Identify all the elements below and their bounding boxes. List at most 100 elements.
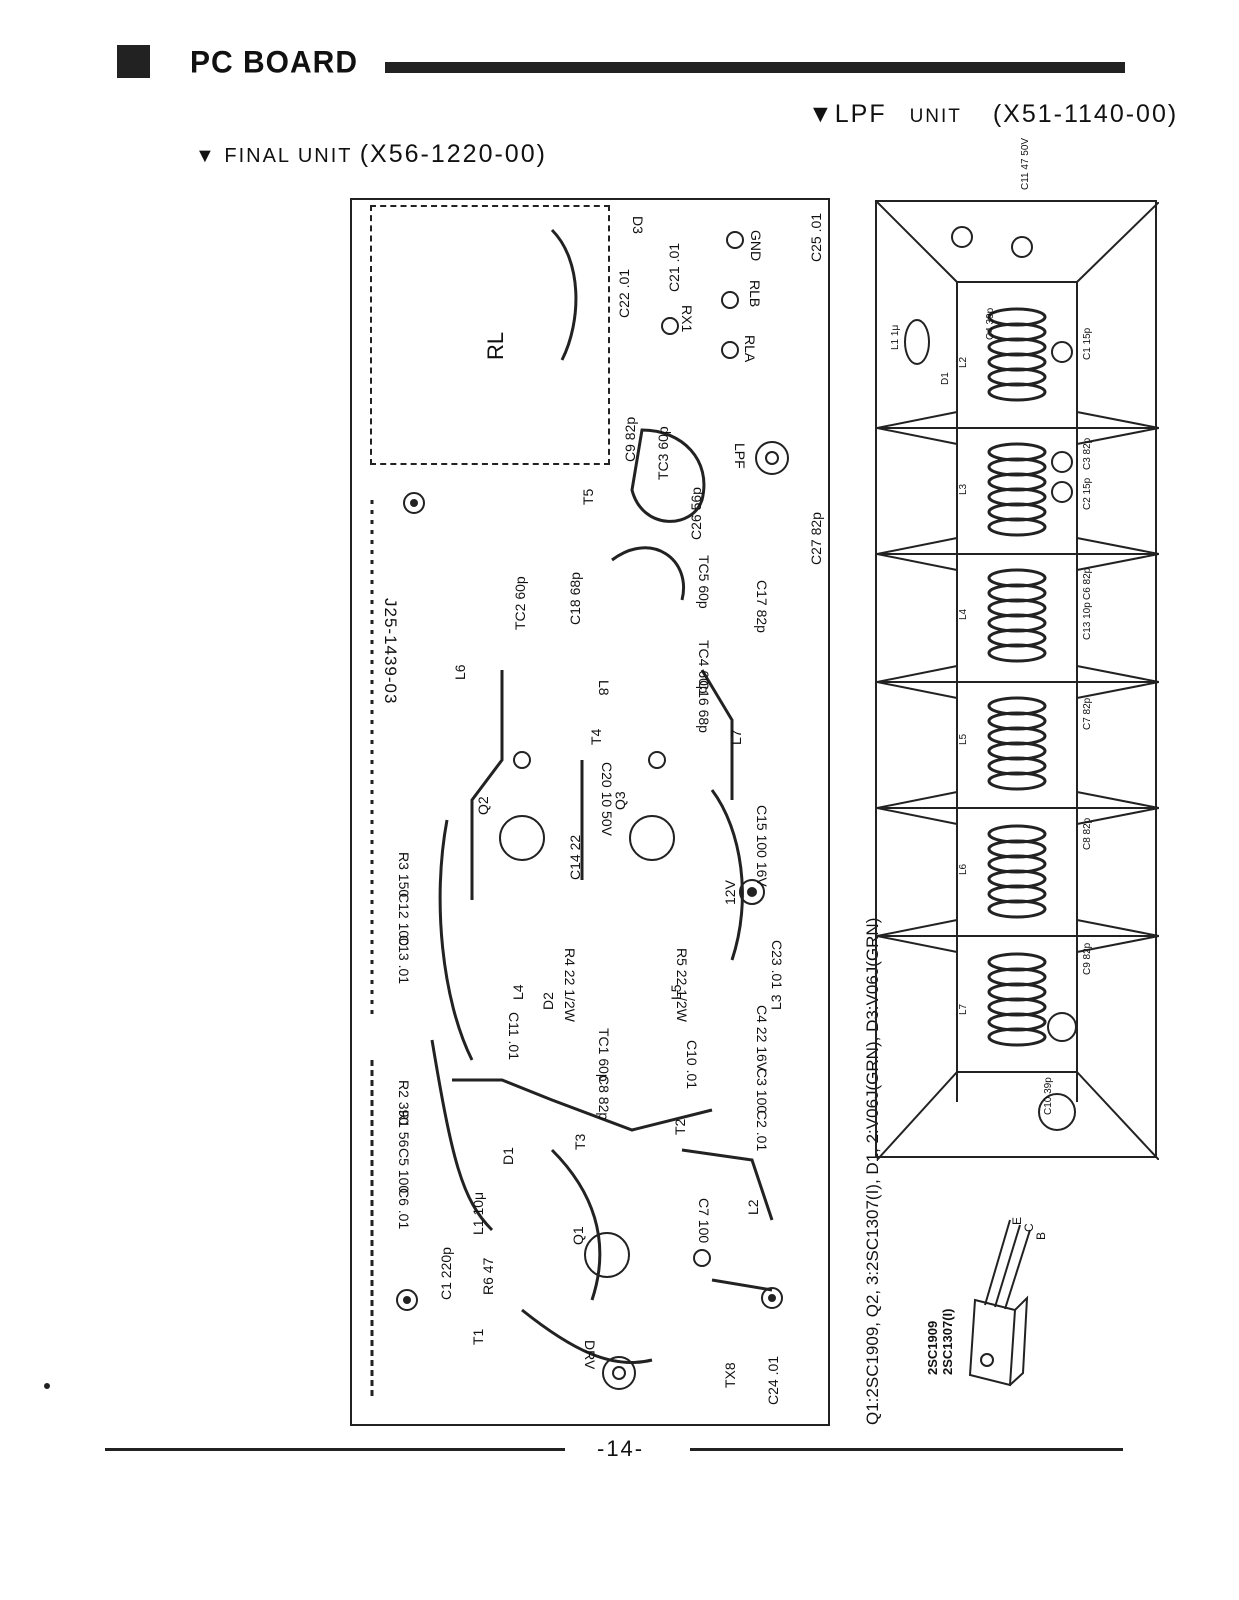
page-title: PC BOARD bbox=[190, 45, 359, 80]
comp-label: C2 .01 bbox=[754, 1110, 770, 1152]
comp-label: C21 .01 bbox=[666, 242, 682, 292]
comp-label: C8 82p bbox=[596, 1075, 612, 1121]
transistor-part-numbers: 2SC1909 2SC1307(I) bbox=[925, 1308, 955, 1375]
comp-label: C11 .01 bbox=[506, 1012, 522, 1060]
comp-label: C7 100 bbox=[696, 1198, 712, 1244]
comp-label: C16 68p bbox=[696, 680, 712, 733]
relay-label: RL bbox=[483, 331, 508, 360]
final-unit-label: FINAL UNIT bbox=[224, 145, 353, 167]
comp-label: T4 bbox=[588, 728, 604, 745]
comp-label: T2 bbox=[672, 1118, 688, 1135]
margin-dot bbox=[44, 1383, 50, 1389]
pin-12v: 12V bbox=[722, 880, 738, 905]
board-number: J25-1439-03 bbox=[381, 598, 400, 705]
transistor-package-drawing bbox=[968, 1219, 1031, 1387]
comp-label: L1 10μ bbox=[470, 1191, 486, 1235]
final-unit-pcb bbox=[350, 198, 830, 1426]
lpf-cap-label: C11 47 50V bbox=[1020, 137, 1031, 190]
lpf-cap-label: C1 15p bbox=[1082, 327, 1093, 360]
pin-tx8: TX8 bbox=[722, 1362, 738, 1388]
comp-label: Q1 bbox=[570, 1226, 586, 1245]
lpf-coil-label: L4 bbox=[958, 608, 969, 620]
pin-drv: DRV bbox=[582, 1340, 598, 1370]
lpf-cap-label: C4 39p bbox=[985, 307, 996, 340]
pin-gnd: GND bbox=[748, 230, 764, 262]
lpf-coil-label: L7 bbox=[958, 1003, 969, 1015]
comp-label: C4 22 16V bbox=[754, 1005, 770, 1072]
comp-label: C3 100 bbox=[754, 1068, 770, 1114]
pin-label-b: B bbox=[1034, 1231, 1048, 1240]
comp-label: L8 bbox=[596, 680, 612, 696]
pin-rx1: RX1 bbox=[679, 305, 695, 333]
pin-rla: RLA bbox=[742, 335, 758, 363]
lpf-cap-label: C6 82p bbox=[1082, 567, 1093, 600]
comp-label: TC1 60p bbox=[596, 1028, 612, 1082]
comp-label: C1 220p bbox=[438, 1247, 454, 1300]
comp-label: C25 .01 bbox=[808, 212, 824, 262]
comp-label: C17 82p bbox=[754, 580, 770, 633]
comp-label: TC2 60p bbox=[512, 576, 528, 630]
comp-label: L5 bbox=[668, 984, 684, 1000]
relay-outline bbox=[370, 205, 610, 465]
comp-label: C6 .01 bbox=[396, 1188, 412, 1230]
comp-label: C5 100 bbox=[396, 1148, 412, 1194]
comp-label: C27 82p bbox=[808, 512, 824, 565]
header-rule bbox=[385, 62, 1125, 73]
lpf-cap-label: C10 39p bbox=[1043, 1077, 1054, 1115]
triangle-icon: ▼ bbox=[195, 145, 217, 167]
lpf-unit-name: LPF bbox=[834, 100, 887, 128]
comp-label: R6 47 bbox=[480, 1257, 496, 1295]
page-number: -14- bbox=[597, 1436, 645, 1461]
comp-label: L6 bbox=[452, 664, 468, 680]
comp-label: C26 56p bbox=[688, 487, 704, 540]
comp-label: C18 68p bbox=[567, 572, 583, 625]
final-unit-code: (X56-1220-00) bbox=[359, 140, 547, 168]
comp-label: Q3 bbox=[612, 791, 628, 810]
comp-label: C23 .01 bbox=[769, 940, 785, 990]
comp-label: L4 bbox=[510, 984, 526, 1000]
comp-label: C14 22 bbox=[567, 834, 583, 880]
lpf-cap-label: C3 82p bbox=[1082, 437, 1093, 470]
comp-label: TC3 60p bbox=[655, 426, 671, 480]
lpf-unit-word: UNIT bbox=[909, 106, 962, 127]
footer-rule-left bbox=[105, 1448, 565, 1451]
comp-label: D2 bbox=[540, 992, 556, 1010]
comp-label: C24 .01 bbox=[765, 1355, 781, 1405]
lpf-coil-label: L3 bbox=[958, 483, 969, 495]
comp-label: L3 bbox=[768, 994, 784, 1010]
lpf-choke-label: L1 1μ bbox=[890, 324, 901, 350]
comp-label: D1 bbox=[500, 1147, 516, 1165]
footer-rule-right bbox=[690, 1448, 1123, 1451]
triangle-icon: ▼ bbox=[808, 100, 835, 128]
comp-label: T3 bbox=[572, 1133, 588, 1150]
pin-label-c: C bbox=[1022, 1223, 1036, 1232]
lpf-unit-heading: ▼LPF UNIT (X51-1140-00) bbox=[808, 100, 1178, 129]
comp-label: C10 .01 bbox=[684, 1040, 700, 1090]
lpf-cap-label: C8 82p bbox=[1082, 817, 1093, 850]
lpf-cap-label: C7 82p bbox=[1082, 697, 1093, 730]
comp-label: D3 bbox=[630, 216, 646, 234]
pin-lpf: LPF bbox=[732, 443, 748, 469]
comp-label: L7 bbox=[728, 729, 744, 745]
comp-label: R4 22 1/2W bbox=[562, 948, 578, 1022]
final-unit-heading: ▼ FINAL UNIT (X56-1220-00) bbox=[195, 140, 547, 169]
lpf-diode-label: D1 bbox=[940, 372, 951, 385]
lpf-cap-label: C13 10p bbox=[1082, 602, 1093, 640]
comp-label: TC5 60p bbox=[696, 555, 712, 609]
pin-rlb: RLB bbox=[747, 280, 763, 308]
lpf-coil-label: L5 bbox=[958, 733, 969, 745]
lpf-cap-label: C9 82p bbox=[1082, 942, 1093, 975]
pcb-trace-drawing bbox=[370, 228, 789, 1400]
comp-label: R1 56 bbox=[396, 1110, 412, 1148]
comp-label: T1 bbox=[470, 1328, 486, 1345]
comp-label: C9 82p bbox=[622, 416, 638, 462]
comp-label: L2 bbox=[745, 1199, 761, 1215]
lpf-coil-label: L2 bbox=[958, 356, 969, 368]
comp-label: C13 .01 bbox=[396, 935, 412, 985]
comp-label: C15 100 16V bbox=[754, 805, 770, 887]
comp-label: Q2 bbox=[475, 796, 491, 815]
lpf-unit-board bbox=[875, 200, 1160, 1161]
section-marker bbox=[117, 45, 150, 78]
comp-label: T5 bbox=[580, 488, 596, 505]
lpf-cap-label: C2 15p bbox=[1082, 477, 1093, 510]
